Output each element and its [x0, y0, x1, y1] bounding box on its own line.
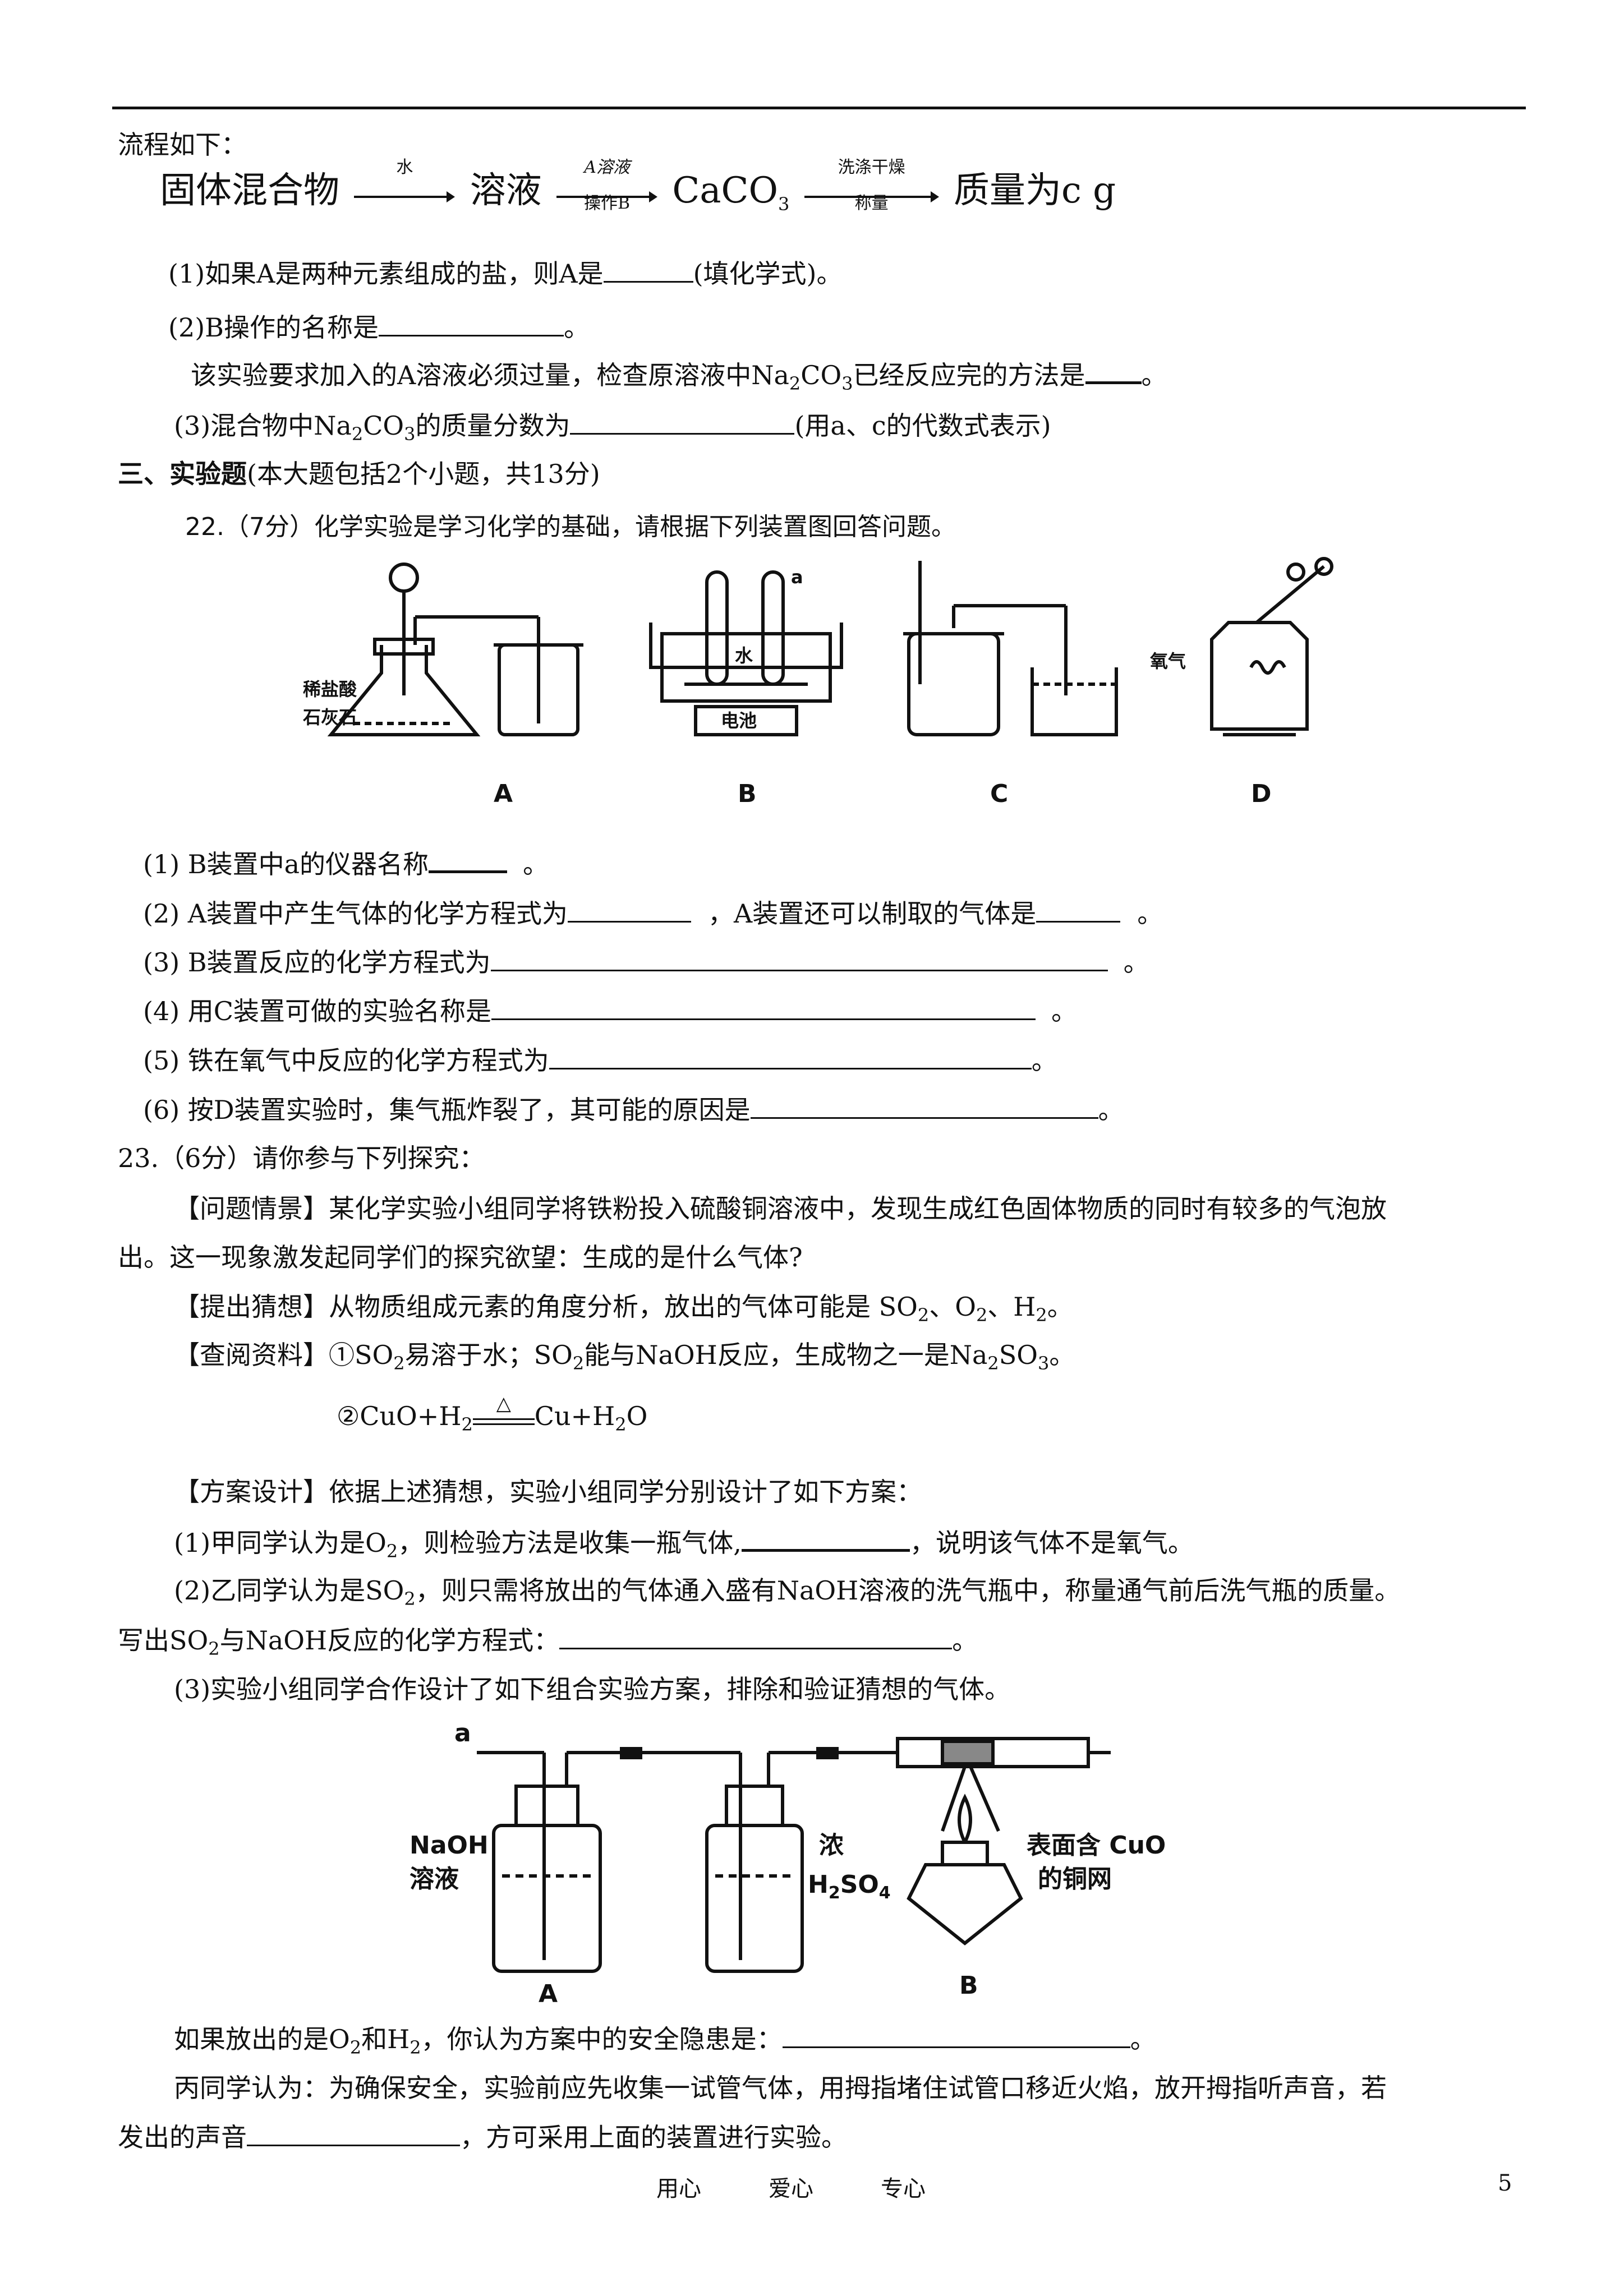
- flow-caco3: CaCO3: [672, 170, 790, 215]
- fig-label-a: A: [494, 780, 513, 808]
- q23-design: 【方案设计】依据上述猜想，实验小组同学分别设计了如下方案：: [174, 1477, 922, 1507]
- flow-intro: 流程如下：: [118, 130, 247, 160]
- answer-blank[interactable]: [429, 846, 508, 873]
- q23-design-1: (1)甲同学认为是O2，则检验方法是收集一瓶气体,，说明该气体不是氧气。: [174, 1524, 1194, 1568]
- label-inlet-a: a: [454, 1719, 471, 1748]
- q23-apparatus-figure: a NaOH 溶液 浓 H2SO4 表面含 CuO 的铜网 A B: [410, 1719, 1166, 2008]
- section-heading: 三、实验题(本大题包括2个小题，共13分): [118, 459, 600, 489]
- fig-label-c: C: [990, 780, 1008, 808]
- apparatus-c: [903, 561, 1118, 736]
- tube-with-copper-mesh: [892, 1737, 1111, 1832]
- answer-blank[interactable]: [750, 1092, 1098, 1119]
- apparatus-a: [327, 563, 583, 736]
- label-oxygen: 氧气: [1150, 651, 1186, 672]
- flow-solution: 溶液: [470, 170, 542, 211]
- label-cuo: 表面含 CuO: [1027, 1831, 1166, 1860]
- delta-icon: △: [496, 1393, 511, 1415]
- q22-item-1: (1) B装置中a的仪器名称。: [143, 846, 549, 881]
- label-naoh-solution: 溶液: [410, 1865, 459, 1893]
- arrow-right-icon: [556, 191, 658, 202]
- fig-label-b: B: [959, 1971, 978, 2000]
- q21-item-3: (3)混合物中Na2CO3的质量分数为(用a、c的代数式表示): [174, 408, 1051, 451]
- label-power: 电池: [721, 710, 757, 731]
- q23-design-2: (2)乙同学认为是SO2，则只需将放出的气体通入盛有NaOH溶液的洗气瓶中，称量…: [174, 1575, 1401, 1610]
- flow-solid: 固体混合物: [160, 170, 339, 211]
- rubber-joint: [816, 1747, 839, 1759]
- q23-scene-2: 出。这一现象激发起同学们的探究欲望：生成的是什么气体?: [118, 1242, 803, 1273]
- washing-bottle-h2so4: [696, 1751, 898, 1973]
- q23-guess: 【提出猜想】从物质组成元素的角度分析，放出的气体可能是 SO2、O2、H2。: [174, 1292, 1073, 1326]
- flow-label-op-b: 操作B: [584, 193, 631, 213]
- flow-mass: 质量为c g: [953, 170, 1116, 211]
- q22-title: 22.（7分）化学实验是学习化学的基础，请根据下列装置图回答问题。: [185, 513, 956, 541]
- flow-arrow-1: 水: [354, 158, 456, 216]
- flow-arrow-3: 洗涤干燥 称量: [804, 158, 939, 216]
- flow-diagram: 固体混合物 水 溶液 A溶液 操作B CaCO3 洗涤干燥 称量 质量为c g: [160, 158, 1116, 227]
- answer-blank[interactable]: [570, 408, 795, 435]
- header-rule: [112, 107, 1526, 109]
- q21-item-1: (1)如果A是两种元素组成的盐，则A是(填化学式)。: [168, 256, 843, 291]
- label-copper-mesh: 的铜网: [1038, 1865, 1112, 1893]
- answer-blank[interactable]: [549, 1043, 1032, 1069]
- flow-arrow-2: A溶液 操作B: [556, 158, 658, 216]
- flow-label-weigh: 称量: [854, 193, 889, 213]
- alcohol-lamp: [907, 1794, 1023, 1945]
- label-limestone: 石灰石: [303, 707, 357, 728]
- q23-title: 23.（6分）请你参与下列探究：: [118, 1143, 485, 1173]
- q22-item-2: (2) A装置中产生气体的化学方程式为，A装置还可以制取的气体是。: [143, 896, 1163, 930]
- answer-blank[interactable]: [491, 994, 1036, 1020]
- answer-blank[interactable]: [741, 1524, 910, 1552]
- q22-item-4: (4) 用C装置可做的实验名称是。: [143, 994, 1077, 1028]
- washing-bottle-naoh: [477, 1751, 696, 1973]
- label-hcl: 稀盐酸: [303, 679, 357, 700]
- answer-blank[interactable]: [603, 256, 693, 283]
- answer-blank[interactable]: [1036, 896, 1121, 923]
- answer-blank[interactable]: [490, 945, 1108, 971]
- arrow-right-icon: [804, 191, 939, 202]
- flow-label-water: 水: [396, 157, 413, 177]
- q23-design-3: (3)实验小组同学合作设计了如下组合实验方案，排除和验证猜想的气体。: [174, 1674, 1011, 1704]
- q23-bing-2: 发出的声音，方可采用上面的装置进行实验。: [118, 2120, 847, 2154]
- q23-design-2b: 写出SO2与NaOH反应的化学方程式：。: [118, 1623, 978, 1666]
- answer-blank[interactable]: [378, 310, 564, 336]
- q23-risk: 如果放出的是O2和H2，你认为方案中的安全隐患是：。: [174, 2022, 1156, 2064]
- q22-item-6: (6) 按D装置实验时，集气瓶炸裂了，其可能的原因是。: [143, 1092, 1124, 1127]
- q23-equation: ②CuO+H2△Cu+H2O: [337, 1393, 647, 1441]
- fig-label-b: B: [738, 780, 757, 808]
- footer-motto-3: 专心: [881, 2176, 926, 2202]
- answer-blank[interactable]: [247, 2120, 460, 2146]
- arrow-right-icon: [354, 191, 456, 202]
- flow-label-a-solution: A溶液: [584, 157, 630, 177]
- apparatus-b: [649, 570, 843, 736]
- fig-label-a: A: [539, 1980, 558, 2008]
- q22-apparatus-figure: 稀盐酸 石灰石 水 电池 a 氧气 A B C D: [303, 557, 1333, 808]
- label-a: a: [791, 566, 803, 588]
- label-naoh: NaOH: [410, 1831, 489, 1860]
- footer-motto-1: 用心: [656, 2176, 701, 2202]
- q21-item-2b: 该实验要求加入的A溶液必须过量，检查原溶液中Na2CO3已经反应完的方法是。: [191, 357, 1167, 400]
- answer-blank[interactable]: [782, 2022, 1130, 2048]
- answer-blank[interactable]: [568, 896, 692, 923]
- q23-scene-1: 【问题情景】某化学实验小组同学将铁粉投入硫酸铜溶液中，发现生成红色固体物质的同时…: [174, 1193, 1387, 1224]
- label-water: 水: [735, 645, 753, 666]
- footer-motto-2: 爱心: [769, 2176, 813, 2202]
- answer-blank[interactable]: [1085, 357, 1142, 384]
- fig-label-d: D: [1251, 780, 1272, 808]
- rubber-joint: [620, 1747, 642, 1759]
- flow-label-wash: 洗涤干燥: [838, 157, 905, 177]
- label-conc: 浓: [819, 1831, 844, 1860]
- q22-item-5: (5) 铁在氧气中反应的化学方程式为。: [143, 1043, 1057, 1077]
- apparatus-d: [1210, 557, 1333, 736]
- q22-item-3: (3) B装置反应的化学方程式为。: [143, 945, 1149, 979]
- q21-item-2: (2)B操作的名称是。: [168, 310, 590, 344]
- page-number: 5: [1498, 2170, 1512, 2196]
- answer-blank[interactable]: [559, 1623, 953, 1649]
- label-h2so4: H2SO4: [808, 1870, 891, 1903]
- q23-bing-1: 丙同学认为：为确保安全，实验前应先收集一试管气体，用拇指堵住试管口移近火焰，放开…: [174, 2073, 1387, 2103]
- q23-reference: 【查阅资料】①SO2易溶于水；SO2能与NaOH反应，生成物之一是Na2SO3。: [174, 1340, 1075, 1375]
